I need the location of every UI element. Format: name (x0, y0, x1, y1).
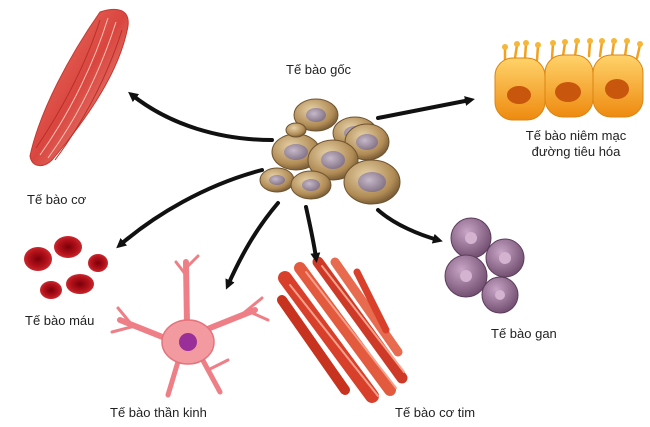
arrow-to-liver (376, 208, 443, 244)
arrow-to-epithelium (376, 96, 475, 120)
nerve-cell-label: Tế bào thần kinh (110, 405, 207, 420)
stem-cells-image (259, 98, 401, 205)
blood-cell-label: Tế bào máu (25, 313, 95, 328)
epithelium-label-line-1: Tế bào niêm mạc (525, 128, 627, 143)
liver-cell-label: Tế bào gan (491, 326, 557, 341)
arrow-to-muscle (128, 91, 274, 142)
heart-muscle-image (277, 256, 408, 403)
epithelium-label-line-2: đường tiêu hóa (531, 144, 621, 159)
epithelium-cells-image (494, 38, 644, 121)
arrow-to-blood (116, 168, 264, 249)
liver-cells-image (444, 217, 525, 314)
muscle-cell-label: Tế bào cơ (27, 192, 87, 207)
nerve-cell-image (110, 254, 270, 398)
heart-muscle-cell-label: Tế bào cơ tim (395, 405, 476, 420)
arrows (116, 91, 475, 290)
blood-cells-image (24, 236, 108, 299)
stem-cell-label: Tế bào gốc (286, 62, 352, 77)
arrow-to-nerve (225, 201, 280, 290)
nerve-cell-body (161, 319, 215, 365)
muscle-cell-image (29, 8, 129, 166)
epithelium-cell-label: Tế bào niêm mạc đường tiêu hóa (506, 128, 646, 160)
arrow-to-heart (304, 205, 321, 263)
